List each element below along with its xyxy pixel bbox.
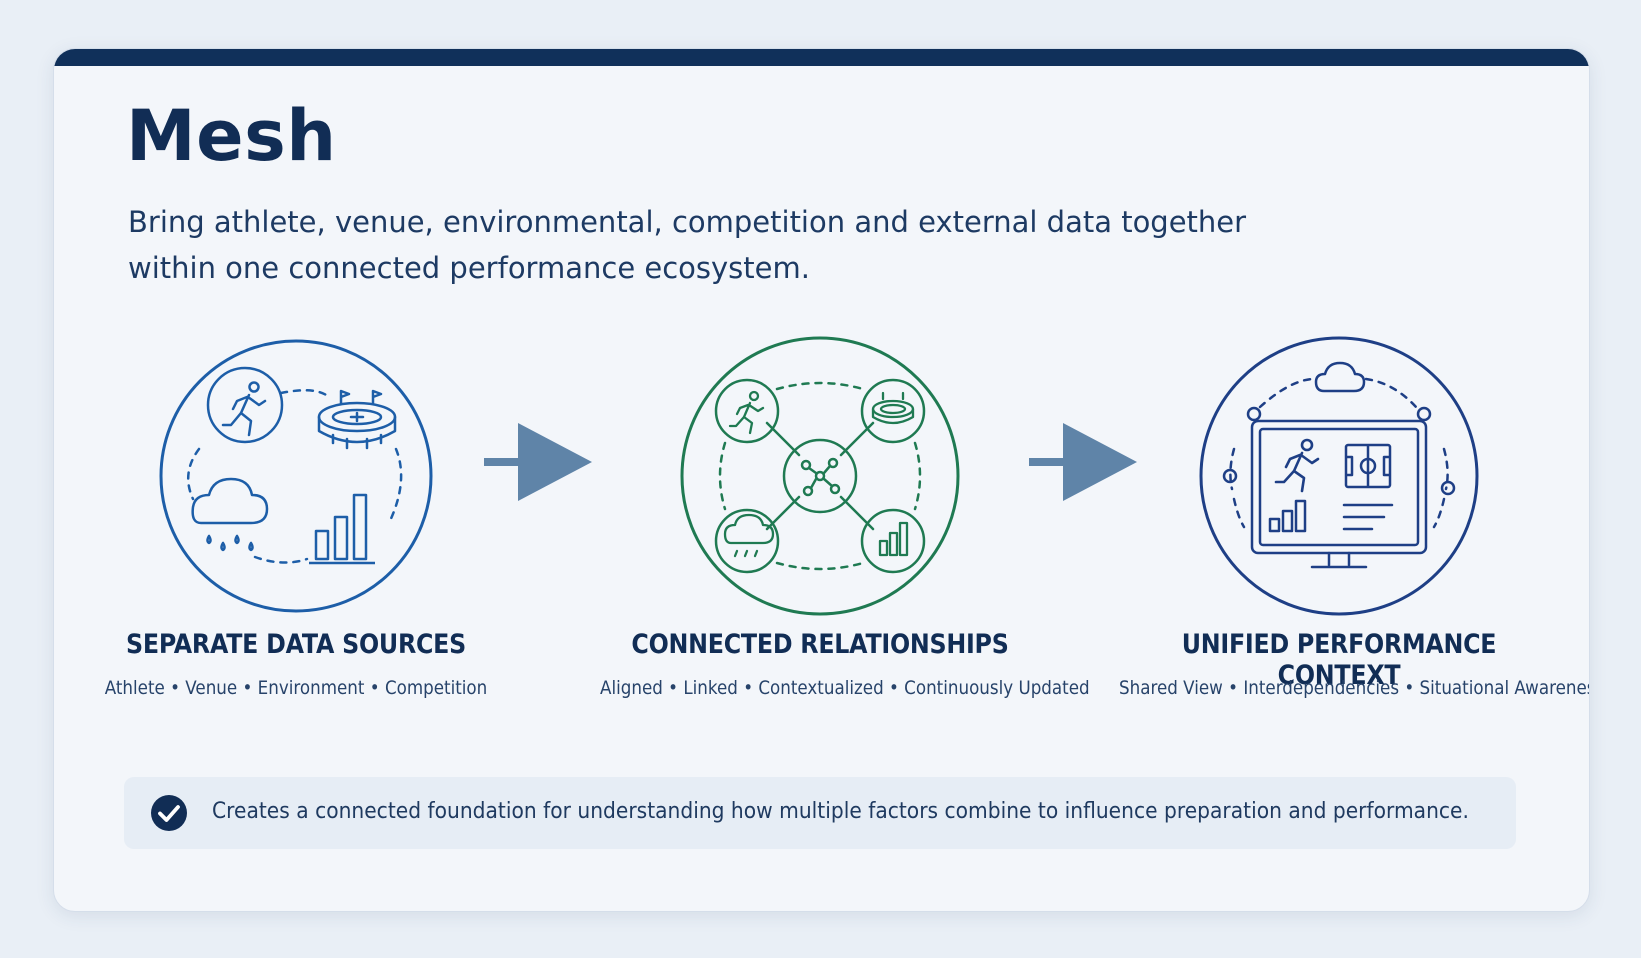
text-lines-icon <box>1342 503 1394 531</box>
page-title: Mesh <box>126 95 337 177</box>
separate-sources-diagram <box>159 339 433 613</box>
stadium-icon <box>871 391 915 425</box>
arrow-right-icon <box>1029 423 1137 501</box>
connected-relationships-diagram <box>680 336 960 616</box>
page-subtitle: Bring athlete, venue, environmental, com… <box>128 205 1247 285</box>
monitor-icon <box>1250 419 1428 569</box>
stage-title: UNIFIED PERFORMANCE CONTEXT <box>1181 629 1497 691</box>
bar-chart-icon <box>1268 499 1307 533</box>
mesh-card: Mesh Bring athlete, venue, environmental… <box>53 48 1590 912</box>
rain-cloud-icon <box>191 477 269 552</box>
stage-subtitle: Shared View • Interdependencies • Situat… <box>1119 677 1590 699</box>
stage-separate-data-sources: SEPARATE DATA SOURCES Athlete • Venue • … <box>66 331 526 699</box>
check-circle-icon <box>151 795 187 831</box>
stadium-icon <box>317 389 397 450</box>
stage-subtitle: Aligned • Linked • Contextualized • Cont… <box>600 677 1090 699</box>
cloud-icon <box>1314 361 1366 393</box>
field-icon <box>1344 443 1392 489</box>
rain-cloud-icon <box>723 513 775 558</box>
top-accent-bar <box>54 49 1589 66</box>
stage-title: CONNECTED RELATIONSHIPS <box>631 629 1009 660</box>
arrow-right-icon <box>484 423 592 501</box>
stage-connected-relationships: CONNECTED RELATIONSHIPS Aligned • Linked… <box>590 331 1090 699</box>
bar-chart-icon <box>309 493 375 565</box>
bar-chart-icon <box>878 521 909 557</box>
stage-unified-performance-context: UNIFIED PERFORMANCE CONTEXT Shared View … <box>1109 331 1589 699</box>
callout-text: Creates a connected foundation for under… <box>212 799 1469 824</box>
athlete-icon <box>728 390 765 435</box>
athlete-icon <box>1274 438 1320 493</box>
summary-callout: Creates a connected foundation for under… <box>124 777 1516 849</box>
stage-subtitle: Athlete • Venue • Environment • Competit… <box>104 677 488 699</box>
athlete-icon <box>206 366 284 444</box>
stage-title: SEPARATE DATA SOURCES <box>126 629 466 660</box>
unified-context-diagram <box>1199 336 1479 616</box>
